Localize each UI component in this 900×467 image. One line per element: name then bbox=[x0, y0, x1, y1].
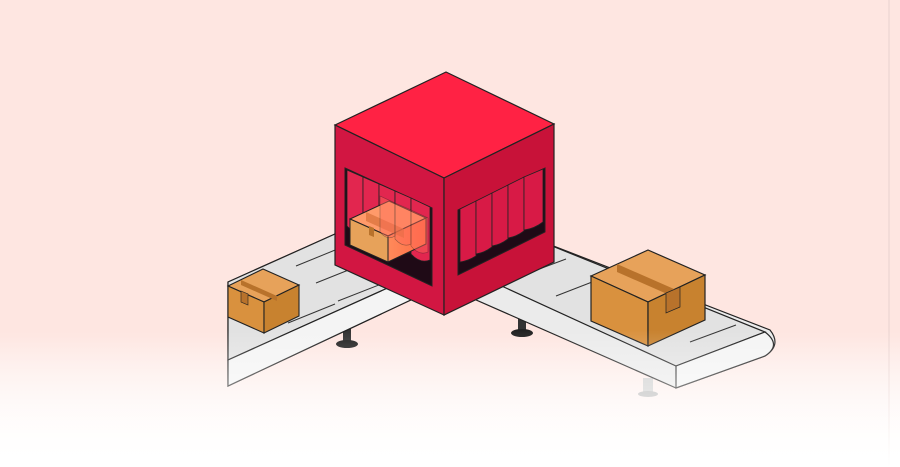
box-right-conveyor bbox=[589, 249, 707, 347]
box-left-conveyor bbox=[226, 268, 301, 334]
right-curtain bbox=[459, 168, 544, 263]
bottom-fade bbox=[0, 330, 900, 467]
box-in-scanner bbox=[348, 195, 429, 263]
